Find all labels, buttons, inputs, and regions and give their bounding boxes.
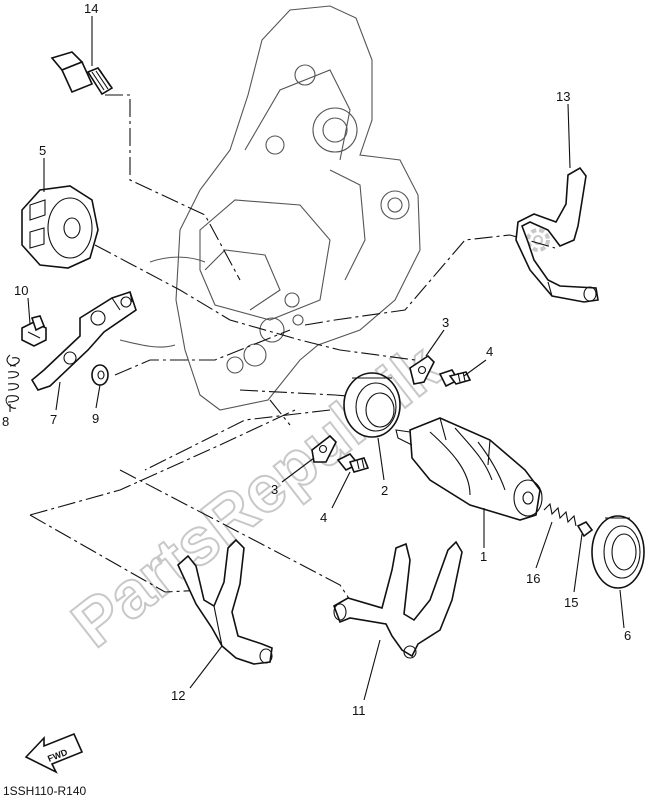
callout-1: 1 [480, 549, 487, 564]
part-2-bearing [343, 372, 401, 438]
part-4-screw-lower [336, 452, 370, 473]
assembly-lines [29, 94, 556, 601]
part-11-shift-fork [333, 540, 463, 659]
gear-logo-icon [526, 228, 550, 252]
callout-4-lower: 4 [320, 510, 327, 525]
part-7-shift-lever [30, 290, 137, 391]
leader-lines [9, 16, 625, 701]
part-8-spring [5, 354, 20, 409]
callout-15: 15 [564, 595, 578, 610]
callout-8: 8 [2, 414, 9, 429]
callout-5: 5 [39, 143, 46, 158]
callouts: 14 5 10 8 7 9 13 3 4 3 2 4 1 16 15 6 12 … [2, 1, 631, 718]
callout-13: 13 [556, 89, 570, 104]
part-9-washer [91, 364, 109, 386]
callout-16: 16 [526, 571, 540, 586]
callout-6: 6 [624, 628, 631, 643]
callout-10: 10 [14, 283, 28, 298]
part-5-segment [21, 185, 99, 269]
part-6-oil-seal [591, 515, 645, 589]
part-13-shift-fork [515, 166, 599, 303]
crankcase-outline [119, 5, 421, 411]
part-3-plate-lower [311, 434, 337, 463]
part-3-plate-upper [409, 354, 435, 385]
callout-14: 14 [84, 1, 98, 16]
diagram-code: 1SSH110-R140 [3, 784, 86, 798]
fwd-arrow-icon: FWD [24, 732, 84, 774]
part-12-shift-fork [177, 538, 273, 665]
callout-11: 11 [352, 703, 366, 718]
callout-9: 9 [92, 411, 99, 426]
callout-3-upper: 3 [442, 315, 449, 330]
part-1-shift-drum [395, 417, 543, 521]
part-16-spring [543, 502, 577, 527]
callout-3-lower: 3 [271, 482, 278, 497]
part-10-bolt [21, 315, 47, 347]
part-4-screw-upper [438, 369, 472, 388]
part-14-stud-bolt [50, 51, 114, 96]
part-15-pin [576, 520, 594, 538]
callout-12: 12 [171, 688, 185, 703]
callout-2: 2 [381, 483, 388, 498]
callout-7: 7 [50, 412, 57, 427]
callout-4-upper: 4 [486, 344, 493, 359]
